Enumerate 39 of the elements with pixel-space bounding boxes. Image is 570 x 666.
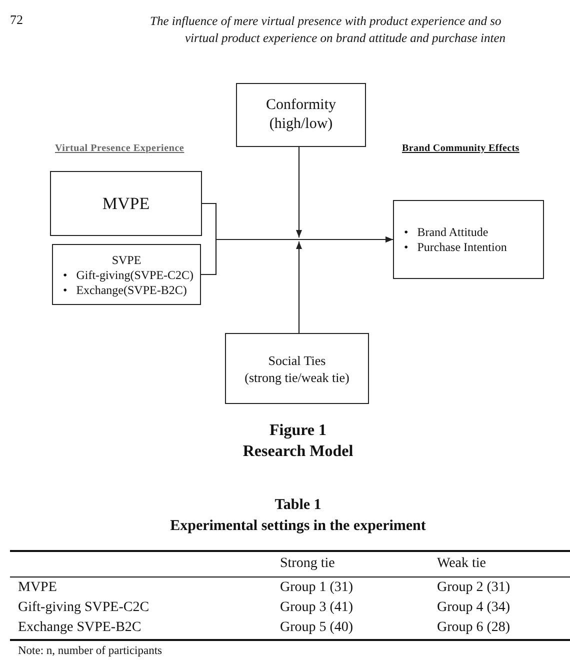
variable-box (225, 333, 369, 404)
table-cell: Exchange SVPE-B2C (18, 620, 142, 636)
box-text: Conformity (266, 96, 336, 115)
variable-box (50, 171, 202, 236)
table-cell: Strong tie (280, 556, 335, 572)
arrow (296, 242, 302, 333)
table-cell: Weak tie (437, 556, 486, 572)
figure-caption: Figure 1 (269, 422, 327, 440)
arrow (201, 236, 393, 276)
table-cell: Group 2 (31) (437, 580, 510, 596)
box-text: MVPE (102, 193, 150, 214)
variable-box (52, 244, 201, 305)
table-cell: Group 5 (40) (280, 620, 354, 636)
bullet-item: • Exchange(SVPE-B2C) (63, 282, 188, 298)
bullet-item: • Gift-giving(SVPE-C2C) (63, 268, 194, 282)
running-header: The influence of mere virtual presence with product experience and so (150, 14, 502, 29)
variable-box (236, 83, 366, 147)
bullet-item: • Brand Attitude (404, 224, 490, 240)
box-text: (strong tie/weak tie) (244, 368, 350, 386)
box-text: SVPE (112, 252, 142, 268)
table-cell: Gift-giving SVPE-C2C (18, 600, 150, 616)
table-note: Note: n, number of participants (18, 645, 162, 657)
box-text: Social Ties (268, 352, 326, 368)
table-cell: Group 6 (28) (437, 620, 510, 636)
table-cell: Group 4 (34) (437, 600, 510, 616)
section-heading: Virtual Presence Experience (55, 143, 184, 154)
box-text: (high/low) (269, 115, 333, 134)
figure-caption: Research Model (242, 443, 354, 461)
section-heading: Brand Community Effects (402, 143, 520, 154)
bullet-item: • Purchase Intention (404, 240, 507, 254)
table-cell: Group 1 (31) (280, 580, 354, 596)
table-cell: MVPE (18, 580, 57, 596)
page-number: 72 (10, 12, 23, 28)
running-header: virtual product experience on brand attitude and purchase inten (185, 31, 506, 46)
table-cell: Group 3 (41) (280, 600, 354, 616)
arrow (296, 147, 302, 238)
variable-box (393, 200, 544, 279)
table-caption: Experimental settings in the experiment (170, 518, 426, 535)
table-caption: Table 1 (274, 497, 322, 514)
